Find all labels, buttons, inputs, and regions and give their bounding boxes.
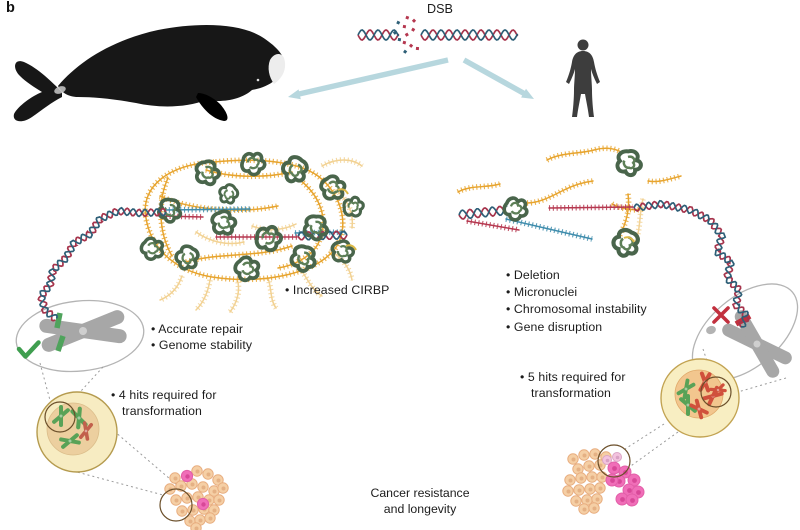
- figure-caption: Cancer resistance and longevity: [352, 486, 488, 517]
- whale-hits-note: • 4 hits required for transformation: [111, 388, 217, 419]
- human-hits-note: • 5 hits required for transformation: [520, 370, 626, 401]
- list-item: • Chromosomal instability: [506, 302, 647, 317]
- caption-line: Cancer resistance: [370, 486, 470, 500]
- bowhead-whale-icon: [13, 24, 286, 122]
- whale-outcomes-list: • Accurate repair • Genome stability: [151, 322, 252, 354]
- dsb-label: DSB: [427, 2, 453, 16]
- list-item: • Micronuclei: [506, 285, 578, 300]
- dsb-dna-icon: [357, 15, 519, 54]
- chromosome-icon: [722, 310, 792, 378]
- cirbp-condensate-illustration: [137, 145, 368, 314]
- list-item: • Gene disruption: [506, 319, 603, 334]
- tissue-zoom-circle: [597, 444, 631, 478]
- arrow-right-icon: [462, 57, 527, 97]
- whale-tissue-cluster: [164, 465, 229, 530]
- human-cell-illustration: [660, 358, 740, 438]
- repaired-chromosome-ellipse: [15, 299, 145, 373]
- checkmark-icon: [16, 340, 41, 359]
- panel-label: b: [6, 0, 15, 16]
- cross-icon: [712, 306, 730, 324]
- list-item: • Deletion: [506, 268, 560, 282]
- whale-cell-illustration: [36, 391, 118, 473]
- human-silhouette-icon: [566, 39, 600, 117]
- increased-cirbp-note: • Increased CIRBP: [285, 283, 390, 297]
- micronucleus: [706, 325, 716, 335]
- divergence-arrows: [288, 57, 534, 100]
- green-band: [55, 335, 66, 352]
- human-tissue-cluster: [562, 448, 645, 515]
- list-item: • Genome stability: [151, 337, 253, 352]
- list-item: • Accurate repair: [151, 322, 244, 336]
- green-band: [54, 312, 63, 329]
- caption-line: and longevity: [383, 501, 457, 516]
- human-outcomes-list: • Deletion • Micronuclei • Chromosomal i…: [506, 267, 647, 336]
- tissue-zoom-circle: [159, 488, 193, 522]
- whale-chin-patch: [268, 54, 286, 84]
- dna-helix-rope-right: [633, 199, 750, 328]
- dsb-break-fragments: [392, 15, 420, 54]
- dna-helix-rope-left: [37, 206, 167, 322]
- arrow-left-icon: [298, 57, 449, 97]
